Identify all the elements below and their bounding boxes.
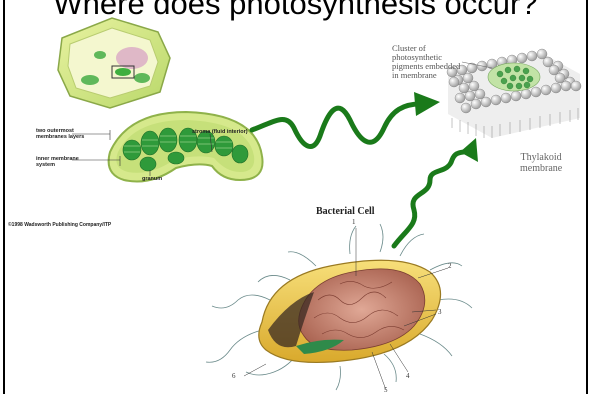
bacterial-cell-title: Bacterial Cell	[316, 206, 375, 217]
label-granum: granum	[142, 176, 162, 182]
bacterial-cell-image	[206, 224, 472, 390]
callout-3: 3	[438, 308, 442, 316]
callout-4: 4	[406, 372, 410, 380]
plant-cell-image	[58, 18, 170, 108]
arrow-bacteria-to-thylakoid	[394, 138, 478, 246]
callout-1: 1	[352, 218, 356, 226]
callout-2: 2	[448, 262, 452, 270]
arrow-chloroplast-to-thylakoid	[252, 92, 440, 146]
label-pigment-cluster: Cluster of photosynthetic pigments embed…	[392, 44, 460, 80]
label-inner-membrane: inner membrane system	[36, 156, 79, 168]
callout-6: 6	[232, 372, 236, 380]
chloroplast-image	[72, 112, 263, 182]
thylakoid-membrane-image	[447, 49, 581, 138]
label-stroma: stroma (fluid interior)	[192, 129, 248, 135]
label-outer-membranes: two outermost membranes layers	[36, 128, 84, 140]
callout-5: 5	[384, 386, 388, 394]
label-thylakoid-membrane: Thylakoid membrane	[520, 152, 562, 174]
copyright-notice: ©1998 Wadsworth Publishing Company/ITP	[8, 222, 111, 228]
